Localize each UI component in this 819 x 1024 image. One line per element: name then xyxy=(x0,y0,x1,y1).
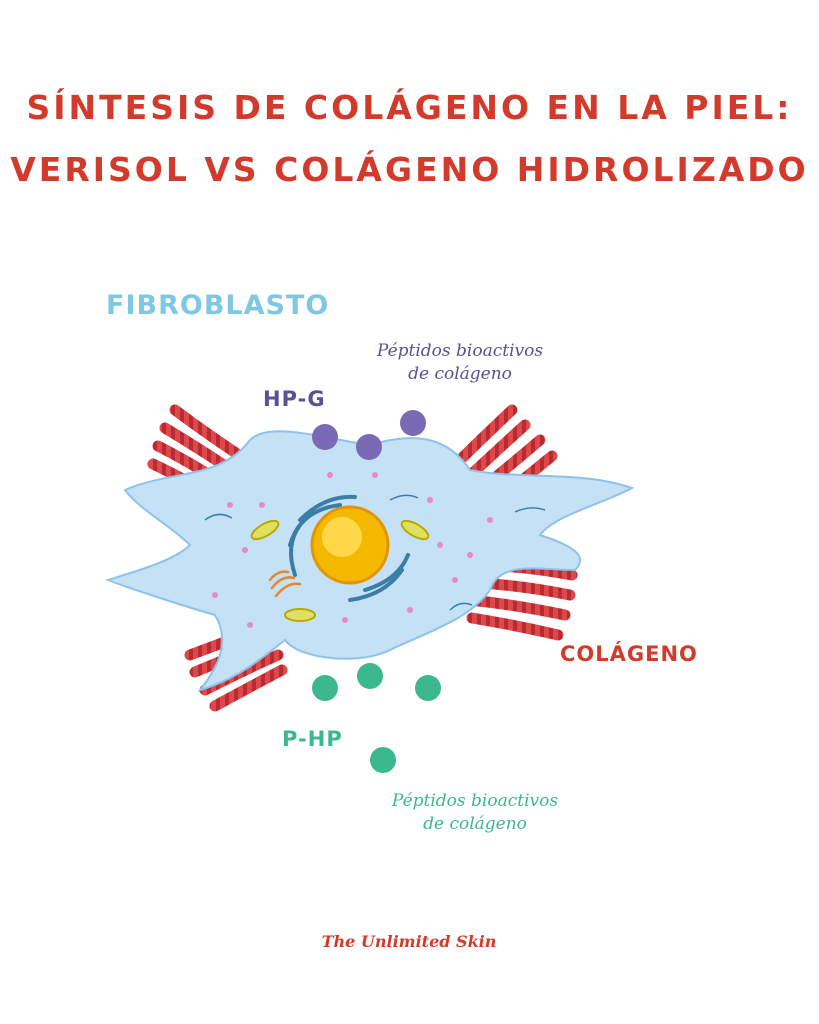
nucleolus xyxy=(322,517,362,557)
peptides-top-line-1: Péptidos bioactivos xyxy=(376,341,544,361)
collagen-label: COLÁGENO xyxy=(560,642,698,666)
p-hp-peptides xyxy=(312,663,441,773)
p-hp-peptide xyxy=(370,747,396,773)
mitochondrion xyxy=(284,608,316,622)
peptides-top-line-2: de colágeno xyxy=(408,363,512,384)
p-hp-peptide xyxy=(415,675,441,701)
fibroblast-label: FIBROBLASTO xyxy=(106,290,330,321)
title-line-2: Verisol vs colágeno hidrolizado xyxy=(10,150,809,189)
membrane-folds xyxy=(204,494,546,611)
golgi-apparatus xyxy=(268,570,302,598)
peptides-bottom-line-2: de colágeno xyxy=(423,813,527,834)
p-hp-peptide xyxy=(312,675,338,701)
hp-g-peptide xyxy=(312,424,338,450)
title-line-1: Síntesis de colágeno en la piel: xyxy=(26,88,793,127)
p-hp-peptide xyxy=(357,663,383,689)
peptides-bottom-label: Péptidos bioactivos de colágeno xyxy=(370,790,580,836)
hp-g-label: HP-G xyxy=(263,387,326,411)
vesicles xyxy=(212,472,493,628)
mitochondrion xyxy=(250,519,280,541)
hp-g-peptide xyxy=(356,434,382,460)
hp-g-peptides xyxy=(312,410,426,460)
hp-g-peptide xyxy=(400,410,426,436)
peptides-bottom-line-1: Péptidos bioactivos xyxy=(391,791,559,811)
endoplasmic-reticulum xyxy=(288,494,410,602)
peptides-top-label: Péptidos bioactivos de colágeno xyxy=(350,340,570,386)
mitochondrion xyxy=(400,519,430,541)
footer-credit: The Unlimited Skin xyxy=(321,932,497,951)
p-hp-label: P-HP xyxy=(282,727,343,751)
